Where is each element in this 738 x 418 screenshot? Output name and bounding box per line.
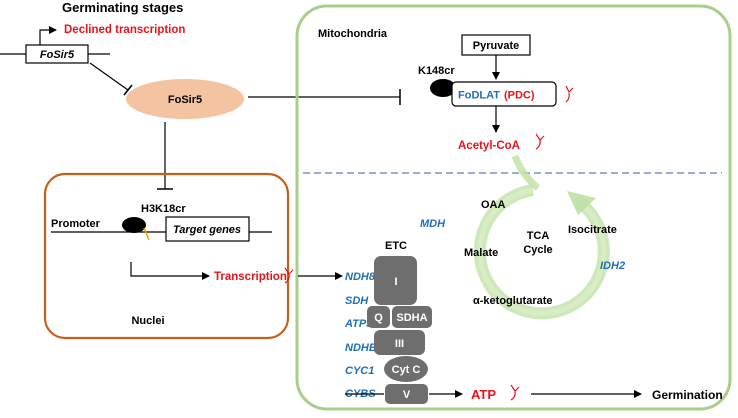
etc-label: ETC	[385, 240, 407, 252]
cytochrome-c-label: Cyt C	[392, 364, 421, 376]
h3k18cr-label: H3K18cr	[141, 203, 186, 215]
atp-label: ATP	[471, 387, 496, 402]
fodlat-box	[451, 81, 557, 107]
crotonyl-mark-h3k18	[122, 217, 146, 233]
malate-label: Malate	[464, 247, 498, 259]
complex-ii-sdha	[392, 306, 432, 328]
mitochondria-compartment	[295, 4, 732, 411]
gene-fosir5: FoSir5 Declined transcription	[0, 24, 185, 64]
complex-i	[374, 256, 417, 305]
gene-label: FoSir5	[40, 49, 75, 61]
quinone-label: Q	[374, 312, 383, 324]
complex-v-label: V	[403, 389, 411, 401]
isocitrate-label: Isocitrate	[568, 224, 617, 236]
up-arrow-icon	[284, 267, 294, 284]
crotonyl-mark-k148	[430, 79, 456, 97]
tca-label-line1: TCA	[527, 230, 550, 242]
fosir5-protein	[126, 79, 244, 119]
complex-i-label: I	[394, 276, 397, 288]
sdha-label: SDHA	[396, 312, 427, 324]
complex-iii-label: III	[395, 338, 404, 350]
quinone	[367, 306, 390, 328]
tca-cycle	[473, 154, 610, 320]
histone-tail	[143, 227, 150, 241]
up-arrow-icon	[535, 133, 545, 150]
oaa-label: OAA	[481, 199, 506, 211]
transcription-label: Transcription	[214, 271, 287, 283]
diagram-title: Germinating stages	[62, 0, 183, 15]
cytochrome-c	[384, 356, 428, 382]
up-arrow-icon	[565, 85, 574, 103]
etc-gene-sdh: SDH	[345, 295, 369, 307]
etc-gene-ndh8: NDH8	[345, 271, 376, 283]
inhibition-line-gene	[89, 62, 129, 91]
transcription-start-arrow	[39, 26, 57, 45]
acetyl-coa-label: Acetyl-CoA	[458, 140, 520, 152]
tca-label-line2: Cycle	[523, 244, 552, 256]
declined-transcription-label: Declined transcription	[64, 24, 185, 36]
fosir5-protein-label: FoSir5	[168, 94, 202, 106]
mdh-label: MDH	[420, 218, 446, 230]
akg-label: α-ketoglutarate	[473, 295, 553, 307]
germination-label: Germination	[652, 388, 723, 402]
nucleus-compartment	[43, 172, 290, 340]
mitochondria-label: Mitochondria	[318, 28, 388, 40]
complex-v	[385, 384, 428, 404]
target-genes-label: Target genes	[173, 224, 241, 236]
fodlat-text: FoDLAT(PDC)	[458, 90, 535, 102]
pyruvate-label: Pyruvate	[473, 40, 519, 52]
etc-gene-ndhb1: NDHB1	[345, 342, 383, 354]
complex-iii	[374, 330, 425, 355]
transcription-arrow	[130, 262, 210, 280]
k148cr-label: K148cr	[418, 65, 455, 77]
up-arrow-icon	[510, 384, 520, 401]
idh2-label: IDH2	[600, 260, 625, 272]
target-genes-box	[165, 216, 250, 242]
etc-gene-cyc1: CYC1	[345, 365, 374, 377]
nuclei-label: Nuclei	[131, 315, 164, 327]
promoter-label: Promoter	[51, 218, 101, 230]
